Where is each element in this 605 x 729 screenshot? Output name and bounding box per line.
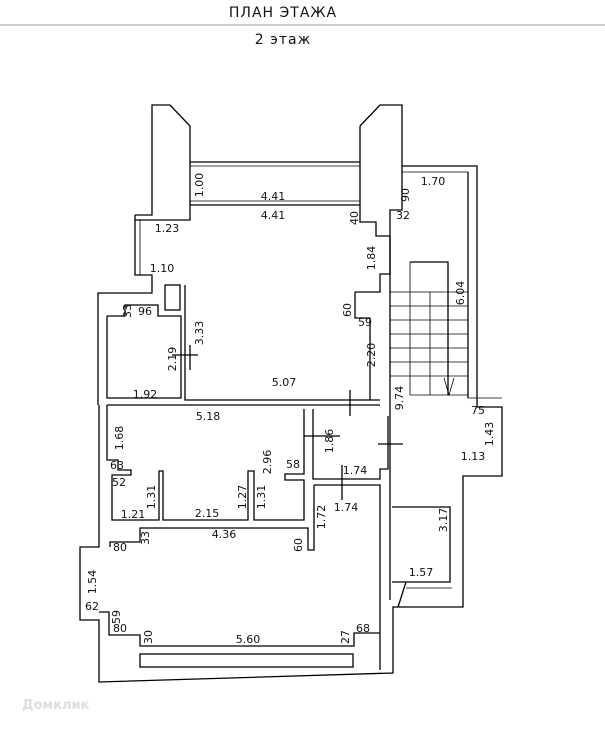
dim-label: 1.31: [255, 485, 268, 510]
dim-label: 96: [138, 305, 152, 318]
dim-label: 75: [471, 404, 485, 417]
dim-label: 6.04: [454, 281, 467, 306]
dim-label: 62: [85, 600, 99, 613]
dim-label: 33: [139, 531, 152, 545]
dim-label: 2.19: [166, 347, 179, 372]
dim-label: 59: [358, 316, 372, 329]
dim-label: 59: [110, 610, 123, 624]
dim-label: 1.10: [150, 262, 175, 275]
dim-label: 1.43: [483, 422, 496, 447]
dim-label: 3.17: [437, 508, 450, 533]
dim-label: 1.21: [121, 508, 146, 521]
dim-label: 30: [142, 630, 155, 644]
dim-label: 3.33: [193, 321, 206, 346]
dim-label: 1.86: [323, 429, 336, 454]
dim-label: 1.74: [343, 464, 368, 477]
dim-label: 5.60: [236, 633, 261, 646]
dim-label: 4.41: [261, 190, 286, 203]
dim-label: 2.15: [195, 507, 220, 520]
dimension-labels: 1.00 4.41 4.41 1.70 90 32 40 1.23 1.84 1…: [85, 173, 496, 646]
dim-label: 40: [348, 211, 361, 225]
dim-label: 5.07: [272, 376, 297, 389]
dim-label: 52: [112, 476, 126, 489]
dim-label: 1.00: [193, 173, 206, 198]
dim-label: 90: [399, 188, 412, 202]
dim-label: 1.27: [236, 485, 249, 510]
dim-label: 9.74: [393, 386, 406, 411]
dim-label: 1.57: [409, 566, 434, 579]
dim-label: 60: [341, 303, 354, 317]
dim-label: 33: [121, 304, 134, 318]
dim-label: 68: [356, 622, 370, 635]
dim-label: 1.54: [86, 570, 99, 595]
dim-label: 4.36: [212, 528, 237, 541]
dim-label: 5.18: [196, 410, 221, 423]
dim-label: 1.92: [133, 388, 158, 401]
dim-label: 1.74: [334, 501, 359, 514]
dim-label: 63: [110, 459, 124, 472]
walls: [79, 104, 503, 683]
dim-label: 80: [113, 541, 127, 554]
dim-label: 1.31: [145, 485, 158, 510]
dim-label: 1.23: [155, 222, 180, 235]
dim-label: 32: [396, 209, 410, 222]
dim-label: 1.72: [315, 505, 328, 530]
dim-label: 4.41: [261, 209, 286, 222]
dim-label: 60: [292, 538, 305, 552]
dim-label: 80: [113, 622, 127, 635]
dim-label: 1.13: [461, 450, 486, 463]
dim-label: 2.20: [365, 343, 378, 368]
dim-label: 1.70: [421, 175, 446, 188]
dim-label: 58: [286, 458, 300, 471]
floor-label: 2 этаж: [255, 32, 311, 48]
dim-label: 1.68: [113, 426, 126, 451]
watermark-logo: Домклик: [22, 698, 90, 713]
dim-label: 27: [339, 630, 352, 644]
dim-label: 1.84: [365, 246, 378, 271]
stair-arrow-icon: [443, 377, 455, 397]
plan-title: ПЛАН ЭТАЖА: [229, 5, 337, 21]
dim-label: 2.96: [261, 450, 274, 475]
